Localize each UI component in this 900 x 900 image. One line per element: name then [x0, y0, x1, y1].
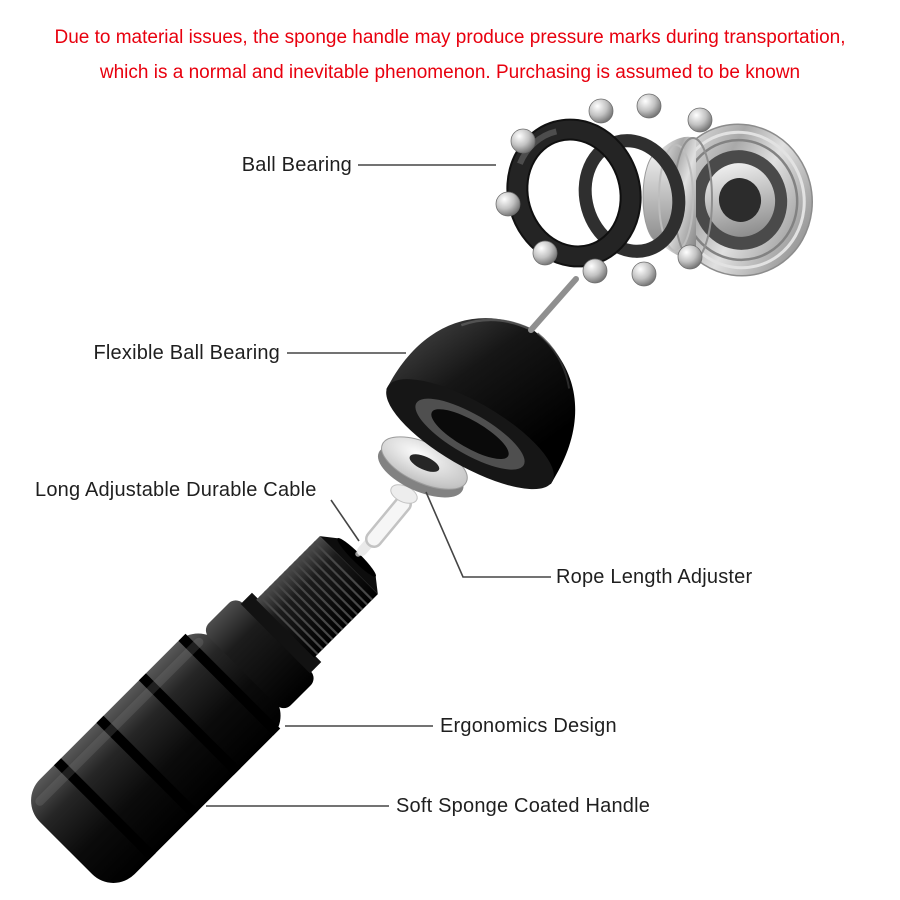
thread-ridges: [258, 541, 373, 656]
ball-bearing-assembly: [495, 93, 813, 287]
flexible-ball-bearing-cap: [386, 318, 576, 490]
label-long-adjustable-durable-cable: Long Adjustable Durable Cable: [35, 479, 317, 501]
sponge-groove: [138, 673, 241, 776]
bearing-axle-pin: [528, 276, 579, 333]
steel-balls: [495, 93, 713, 287]
handle: [31, 536, 378, 883]
leader-cable: [330, 499, 360, 542]
outer-race: [667, 123, 813, 277]
disclaimer-text: Due to material issues, the sponge handl…: [0, 20, 900, 90]
sponge-groove: [178, 633, 281, 736]
label-soft-sponge-coated-handle: Soft Sponge Coated Handle: [396, 795, 651, 817]
sponge-groove: [96, 715, 199, 818]
label-ergonomics-design: Ergonomics Design: [440, 715, 617, 737]
label-ball-bearing: Ball Bearing: [241, 154, 352, 176]
leader-rope-adjuster: [425, 491, 551, 578]
disclaimer-line-2: which is a normal and inevitable phenome…: [99, 62, 801, 83]
threaded-neck: [256, 536, 378, 658]
sponge-groove: [53, 758, 156, 861]
handle-collar: [205, 600, 314, 709]
disclaimer-line-1: Due to material issues, the sponge handl…: [54, 27, 846, 48]
label-rope-length-adjuster: Rope Length Adjuster: [556, 566, 753, 588]
label-flexible-ball-bearing: Flexible Ball Bearing: [93, 342, 280, 364]
leader-lines: [206, 164, 551, 807]
adjustable-cable: [357, 495, 412, 556]
rope-length-adjuster-washer: [377, 436, 468, 504]
